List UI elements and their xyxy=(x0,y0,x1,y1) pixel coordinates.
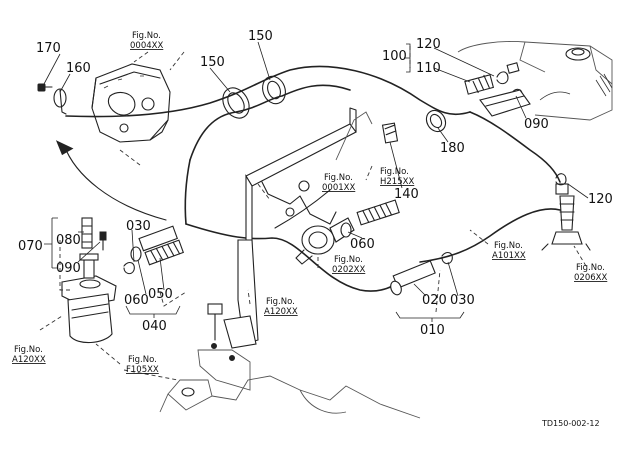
sedimenter-body xyxy=(479,89,531,117)
hose-clip-part-030-left xyxy=(123,261,135,275)
callout-170: 170 xyxy=(36,41,61,56)
callout-080: 080 xyxy=(56,233,81,248)
svg-text:F105XX: F105XX xyxy=(126,365,159,375)
callout-050: 050 xyxy=(148,287,173,302)
callout-030-left: 030 xyxy=(126,219,151,234)
hose-clip-part-030-right xyxy=(441,251,453,265)
fig-ref-0206XX[interactable]: Fig.No. 0206XX xyxy=(574,263,607,283)
callout-010: 010 xyxy=(420,323,445,338)
fuel-tank-outline xyxy=(457,41,613,121)
callout-090-right: 090 xyxy=(524,117,549,132)
fuel-hose-part-040 xyxy=(138,225,179,252)
callout-150-right: 150 xyxy=(248,29,273,44)
callout-030-right: 030 xyxy=(450,293,475,308)
fuel-hose-part-050 xyxy=(144,239,185,266)
fig-ref-0001XX[interactable]: Fig.No. 0001XX xyxy=(322,173,355,193)
callout-180: 180 xyxy=(440,141,465,156)
callout-160: 160 xyxy=(66,61,91,76)
callout-leaders xyxy=(43,41,589,322)
fuel-hose-part-020 xyxy=(390,260,436,296)
fuel-filter-assembly xyxy=(61,253,117,344)
hose-clip-part-060-mid xyxy=(340,222,352,238)
svg-text:Fig.No.: Fig.No. xyxy=(128,355,157,365)
svg-text:A101XX: A101XX xyxy=(492,251,526,261)
callout-060-mid: 060 xyxy=(350,237,375,252)
fig-ref-F105XX[interactable]: Fig.No. F105XX xyxy=(126,355,159,375)
callout-120-right: 120 xyxy=(588,192,613,207)
callout-100: 100 xyxy=(382,49,407,64)
shutoff-valve-part-110 xyxy=(464,62,520,95)
hose-clamp-part-150-right xyxy=(262,75,286,105)
svg-text:0001XX: 0001XX xyxy=(322,183,355,193)
fig-ref-A120XX-left[interactable]: Fig.No. A120XX xyxy=(12,345,46,365)
callout-110: 110 xyxy=(416,61,441,76)
hose-clip-part-120-right xyxy=(555,173,567,186)
svg-text:0206XX: 0206XX xyxy=(574,273,607,283)
svg-text:0202XX: 0202XX xyxy=(332,265,365,275)
callout-150-left: 150 xyxy=(200,55,225,70)
callout-070: 070 xyxy=(18,239,43,254)
fig-ref-0004XX[interactable]: Fig.No. 0004XX xyxy=(130,31,163,51)
svg-text:Fig.No.: Fig.No. xyxy=(266,297,295,307)
callout-120-top: 120 xyxy=(416,37,441,52)
svg-text:Fig.No.: Fig.No. xyxy=(324,173,353,183)
svg-text:0004XX: 0004XX xyxy=(130,41,163,51)
engine-block-illustration xyxy=(91,63,171,143)
svg-text:Fig.No.: Fig.No. xyxy=(14,345,43,355)
svg-text:A120XX: A120XX xyxy=(12,355,46,365)
hose-clamp-part-150-left xyxy=(222,87,250,119)
svg-text:Fig.No.: Fig.No. xyxy=(380,167,409,177)
svg-text:Fig.No.: Fig.No. xyxy=(132,31,161,41)
fuel-hose-lines xyxy=(65,65,561,292)
fuel-injection-fitting xyxy=(541,183,591,251)
fig-ref-H215XX[interactable]: Fig.No. H215XX xyxy=(380,167,414,187)
hose-clip-part-120-top xyxy=(496,71,509,85)
chassis-outline xyxy=(159,303,421,419)
callout-040: 040 xyxy=(142,319,167,334)
hose-clip-part-160 xyxy=(53,88,67,115)
fuel-hose-part-180 xyxy=(425,109,447,133)
callout-090-left: 090 xyxy=(56,261,81,276)
svg-text:H215XX: H215XX xyxy=(380,177,414,187)
svg-text:A120XX: A120XX xyxy=(264,307,298,317)
banjo-bolt-part-170 xyxy=(37,83,53,92)
callout-140: 140 xyxy=(394,187,419,202)
fig-ref-A101XX[interactable]: Fig.No. A101XX xyxy=(492,241,526,261)
mounting-bracket-frame xyxy=(223,107,373,349)
fig-ref-A120XX-mid[interactable]: Fig.No. A120XX xyxy=(264,297,298,317)
hose-clip-part-060-left xyxy=(130,246,142,262)
flow-direction-arrow xyxy=(55,140,167,221)
callout-060-left: 060 xyxy=(124,293,149,308)
filter-element-part-080 xyxy=(81,217,93,249)
fuel-hose-part-140 xyxy=(381,122,399,144)
fig-ref-0202XX[interactable]: Fig.No. 0202XX xyxy=(332,255,365,275)
drawing-code: TD150-002-12 xyxy=(541,419,600,428)
svg-text:Fig.No.: Fig.No. xyxy=(334,255,363,265)
bleed-screw-part-090-left xyxy=(99,231,107,251)
svg-text:Fig.No.: Fig.No. xyxy=(494,241,523,251)
callout-020: 020 xyxy=(422,293,447,308)
svg-text:Fig.No.: Fig.No. xyxy=(576,263,605,273)
hose-spring-060-mid xyxy=(356,199,400,226)
